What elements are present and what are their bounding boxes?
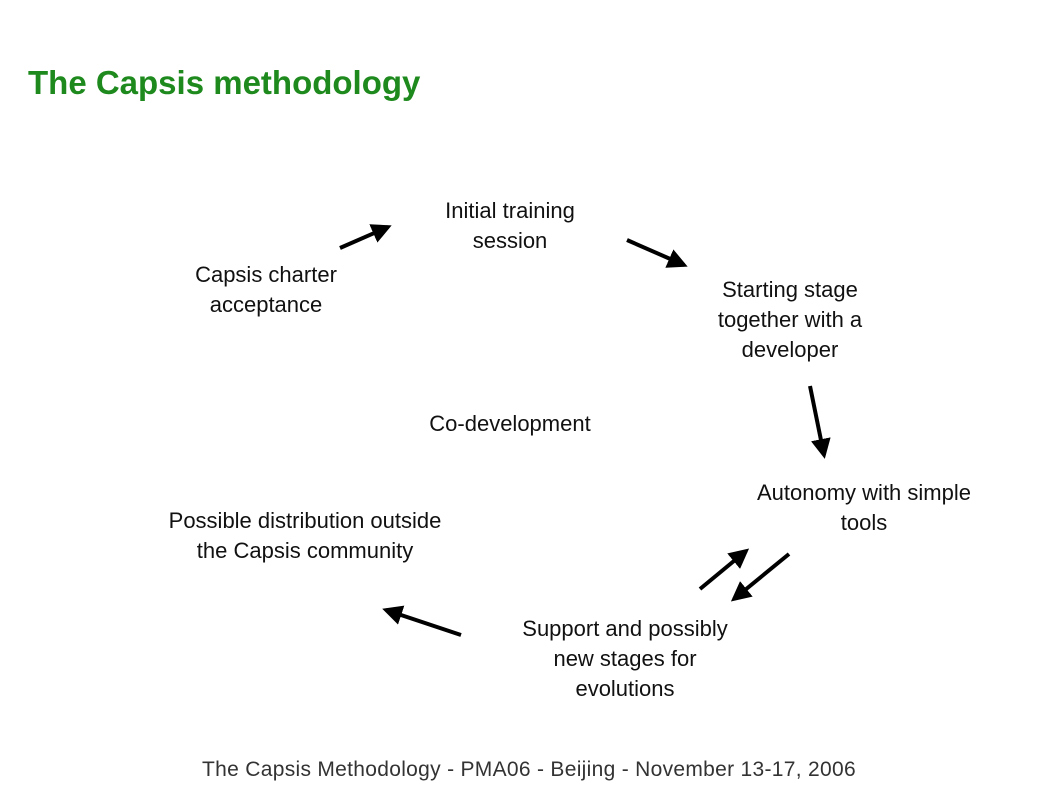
node-initial-training: Initial training session	[445, 198, 575, 253]
node-charter-acceptance: Capsis charter acceptance	[195, 262, 337, 317]
node-autonomy: Autonomy with simple tools	[757, 480, 971, 535]
arrow-charter-to-training	[339, 224, 392, 250]
arrow-autonomy-to-support	[730, 552, 791, 602]
node-support: Support and possibly new stages for evol…	[522, 616, 728, 701]
node-co-development: Co-development	[429, 411, 591, 436]
node-distribution: Possible distribution outside the Capsis…	[168, 508, 442, 563]
slide-footer: The Capsis Methodology - PMA06 - Beijing…	[202, 758, 856, 781]
node-starting-stage: Starting stage together with a developer	[717, 277, 863, 362]
arrow-training-to-starting	[626, 238, 688, 268]
arrow-support-to-distribution	[382, 605, 462, 637]
arrow-support-to-autonomy	[698, 548, 750, 591]
arrow-starting-to-autonomy	[808, 385, 831, 459]
slide-title: The Capsis methodology	[28, 64, 421, 101]
